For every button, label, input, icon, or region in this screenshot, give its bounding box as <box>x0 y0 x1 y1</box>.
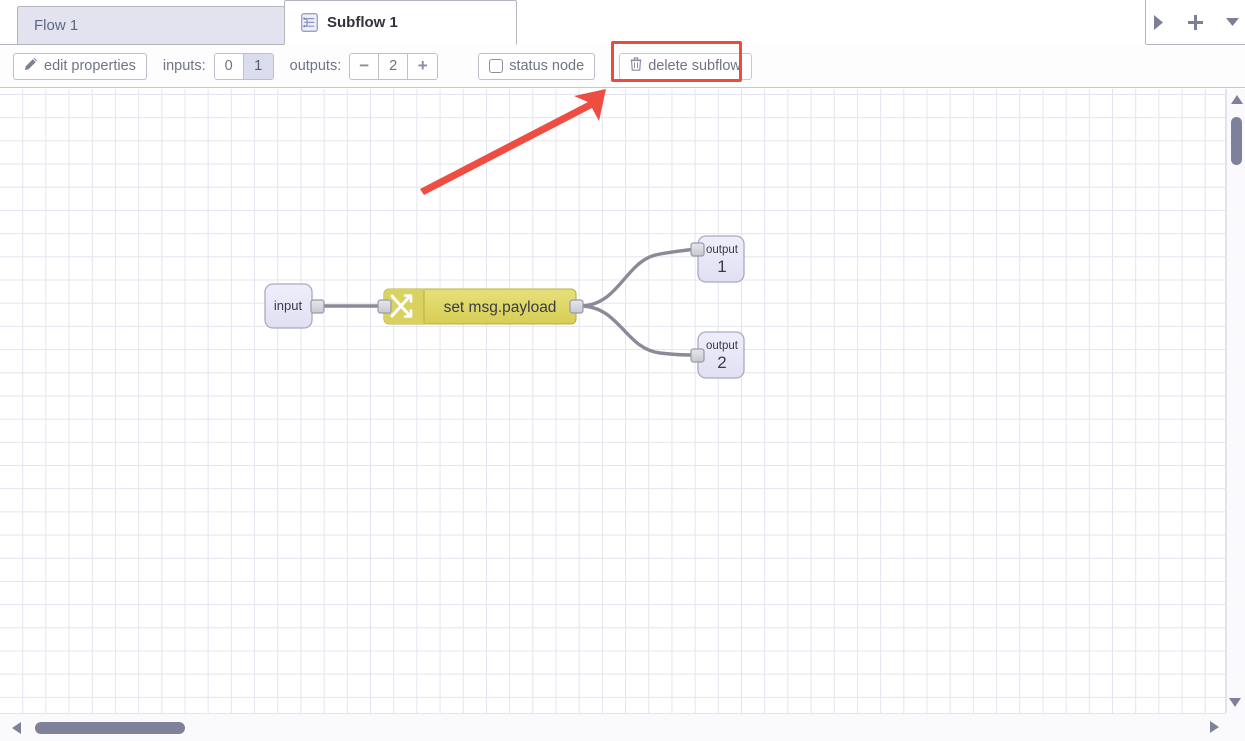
subflow-output-2-port[interactable] <box>690 348 705 363</box>
subflow-output-node-1[interactable]: output 1 <box>690 235 745 283</box>
tab-subflow-1[interactable]: Subflow 1 <box>284 0 517 45</box>
status-node-toggle[interactable]: status node <box>478 52 596 80</box>
outputs-value: 2 <box>379 53 409 79</box>
tab-subflow-1-label: Subflow 1 <box>327 14 398 31</box>
inputs-option-0[interactable]: 0 <box>214 53 244 79</box>
wire-change-to-output-1 <box>578 247 700 308</box>
tab-bar-controls <box>1145 0 1245 44</box>
subflow-output-1-index: 1 <box>717 257 726 276</box>
subflow-output-2-label: output <box>706 340 739 352</box>
subflow-output-1-label: output <box>706 244 739 256</box>
horizontal-scrollbar[interactable] <box>0 713 1226 741</box>
tabs-strip: Flow 1 Subflow 1 <box>0 0 1146 45</box>
canvas-nodes-layer: input set msg.payload <box>264 89 745 379</box>
annotation-arrow-icon <box>420 89 606 195</box>
change-node[interactable]: set msg.payload <box>377 288 584 325</box>
scroll-right-arrow-icon[interactable] <box>1210 721 1219 733</box>
add-flow-plus-icon[interactable] <box>1186 12 1206 32</box>
delete-subflow-wrapper: delete subflow <box>611 40 752 82</box>
inputs-option-1[interactable]: 1 <box>243 53 273 79</box>
subflow-input-label: input <box>274 298 303 313</box>
subflow-toolbar: edit properties inputs: 0 1 outputs: − 2… <box>0 40 1245 88</box>
pencil-icon <box>24 57 38 75</box>
edit-properties-label: edit properties <box>44 58 136 74</box>
tab-menu-chevron-down-icon[interactable] <box>1223 12 1243 32</box>
inputs-toggle-group[interactable]: 0 1 <box>213 52 274 80</box>
scroll-up-arrow-icon[interactable] <box>1231 95 1243 104</box>
shuffle-arrows-icon <box>390 294 413 318</box>
flow-tab-bar: Flow 1 Subflow 1 <box>0 0 1245 45</box>
outputs-increment-button[interactable]: + <box>408 53 438 79</box>
wire-change-to-output-2 <box>578 304 700 357</box>
change-node-output-port[interactable] <box>569 299 584 314</box>
inputs-label: inputs: <box>162 58 206 74</box>
scrollbar-corner <box>1226 713 1245 741</box>
scroll-left-arrow-icon[interactable] <box>12 722 21 734</box>
subflow-input-port[interactable] <box>310 299 325 314</box>
tab-flow-1[interactable]: Flow 1 <box>17 6 285 44</box>
outputs-label: outputs: <box>289 58 342 74</box>
scroll-down-arrow-icon[interactable] <box>1229 698 1241 707</box>
show-hidden-tabs-arrow-icon[interactable] <box>1149 12 1169 32</box>
horizontal-scrollbar-thumb[interactable] <box>35 722 185 734</box>
trash-icon <box>630 57 642 75</box>
subflow-output-2-index: 2 <box>717 353 726 372</box>
subflow-icon <box>301 13 318 32</box>
vertical-scrollbar[interactable] <box>1226 89 1245 713</box>
outputs-stepper[interactable]: − 2 + <box>349 52 439 80</box>
flow-canvas[interactable]: input set msg.payload <box>0 89 1226 713</box>
edit-properties-button[interactable]: edit properties <box>13 52 147 80</box>
change-node-input-port[interactable] <box>377 299 392 314</box>
subflow-input-node[interactable]: input <box>264 283 325 329</box>
tab-strip-filler <box>516 0 1146 45</box>
canvas-grid <box>0 89 1225 713</box>
change-node-label: set msg.payload <box>444 299 557 316</box>
delete-subflow-label: delete subflow <box>648 58 741 74</box>
outputs-decrement-button[interactable]: − <box>350 53 380 79</box>
subflow-output-1-port[interactable] <box>690 242 705 257</box>
tab-flow-1-label: Flow 1 <box>34 17 79 34</box>
vertical-scrollbar-thumb[interactable] <box>1231 117 1242 165</box>
status-node-checkbox[interactable] <box>489 59 504 73</box>
subflow-output-node-2[interactable]: output 2 <box>690 331 745 379</box>
status-node-label: status node <box>509 58 585 74</box>
delete-subflow-button[interactable]: delete subflow <box>619 52 752 80</box>
